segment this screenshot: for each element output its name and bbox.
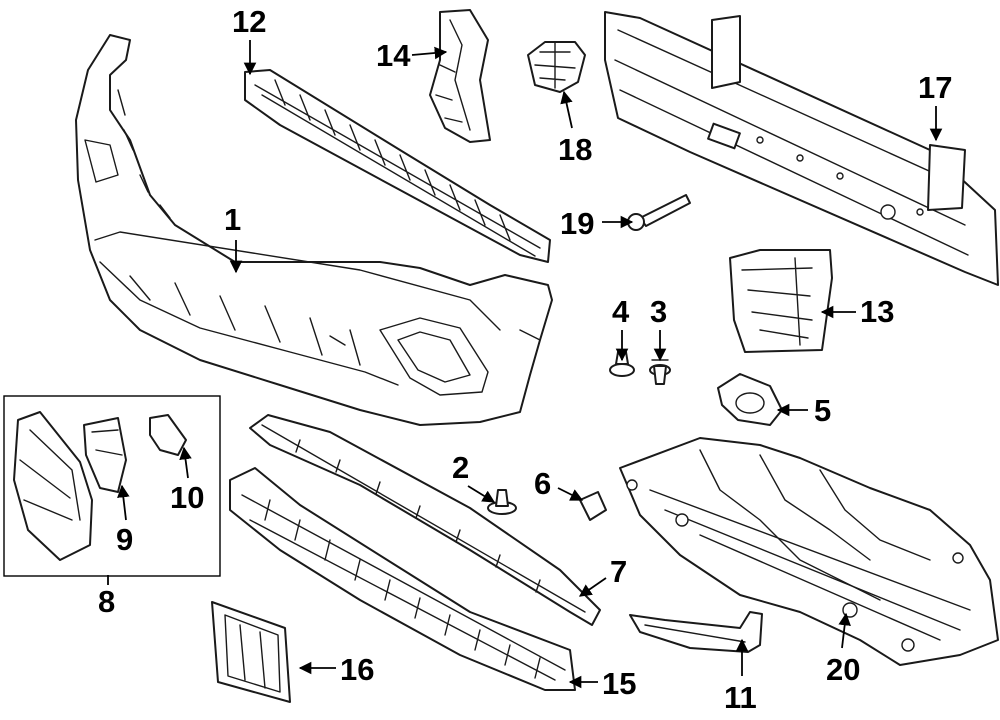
tow-hook-part [627,194,691,231]
side-bracket-assembly-8-part [13,411,93,561]
upper-absorber-part [244,69,551,263]
callout-2: 2 [452,450,469,485]
callout-10: 10 [170,480,204,515]
callout-14: 14 [376,38,411,73]
callout-16: 16 [340,652,374,687]
bumper-cover-part [75,34,553,426]
lower-absorber-part [229,467,576,691]
callout-11: 11 [724,680,757,715]
callout-7: 7 [610,554,627,589]
callout-4: 4 [612,294,630,329]
reinforcement-beam-part [604,11,999,286]
callout-13: 13 [860,294,894,329]
callout-labels: 1 2 3 4 5 6 7 8 9 10 11 12 13 14 15 16 1… [98,4,952,715]
retainer-2-part [487,489,517,515]
callout-3: 3 [650,294,667,329]
bracket-9-part [83,417,127,493]
license-bracket-part [211,601,291,703]
callout-8: 8 [98,584,115,619]
callout-9: 9 [116,522,133,557]
lower-molding-part [249,414,601,626]
callout-19: 19 [560,206,594,241]
callout-15: 15 [602,666,636,701]
callout-5: 5 [814,393,831,428]
callout-18: 18 [558,132,592,167]
callout-17: 17 [918,70,952,105]
bumper-bracket-right-part [729,249,833,353]
callout-12: 12 [232,4,266,39]
side-bracket-part [429,9,491,143]
bracket-10-part [149,414,187,456]
cover-cap-6-part [579,491,607,521]
callout-20: 20 [826,652,860,687]
callout-6: 6 [534,466,551,501]
inset-box [3,395,221,577]
leader-lines [107,40,943,689]
lower-trim-part [629,611,763,653]
engine-undercover-part [619,437,999,666]
fog-lamp-bezel-part [717,373,783,426]
sensor-module-part [527,41,586,93]
callout-1: 1 [224,202,241,237]
clip-3-part [649,359,671,385]
